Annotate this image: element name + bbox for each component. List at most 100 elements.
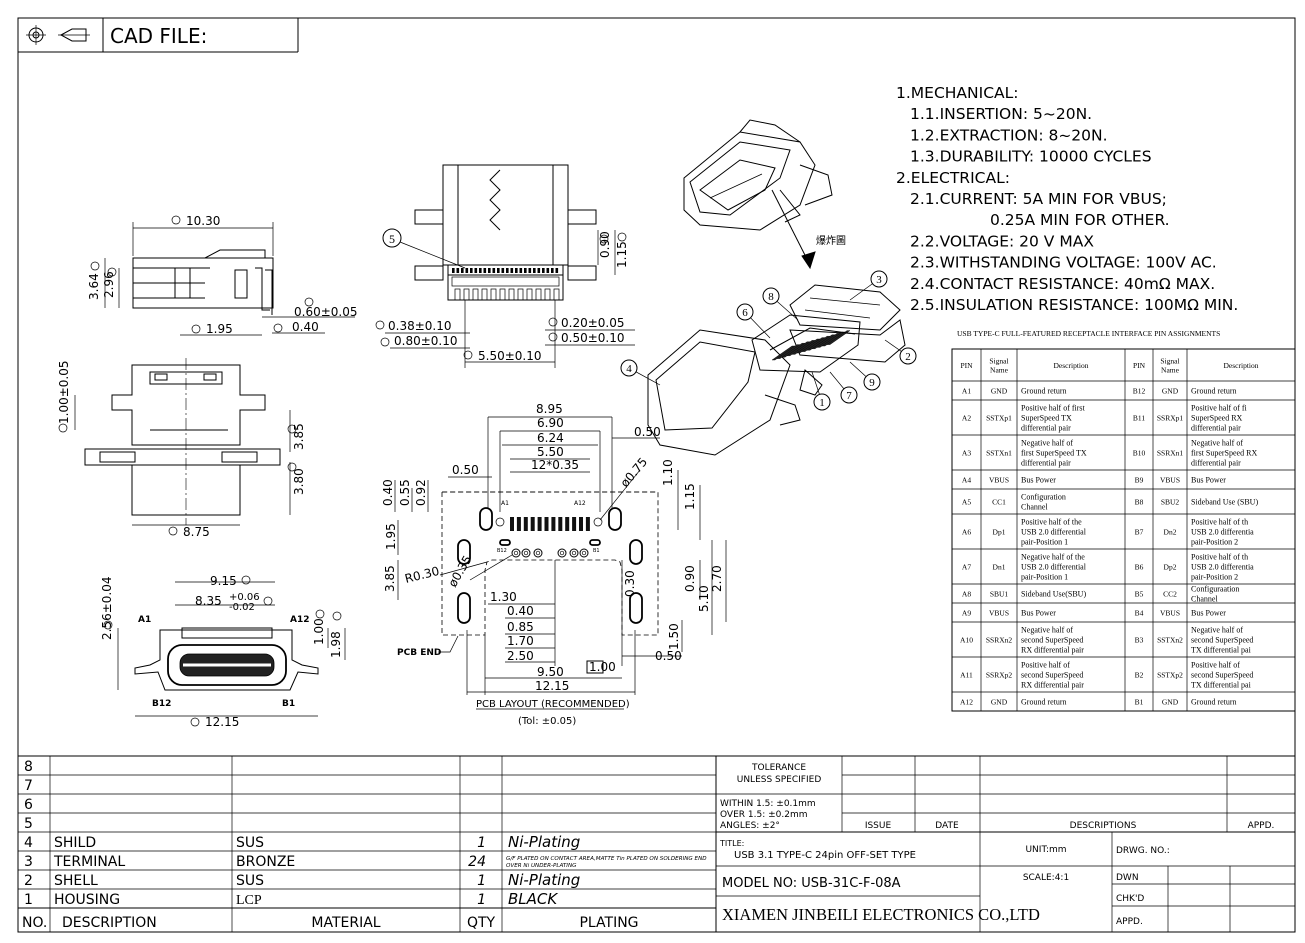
pcb-smd-pad — [579, 517, 583, 531]
dim-pcb-895: 8.95 — [536, 402, 563, 416]
dim-front-tol-dn: -0.02 — [229, 602, 255, 613]
dim-bot-d6: 0.50±0.10 — [561, 331, 625, 345]
dim-bot-d3: 0.38±0.10 — [388, 319, 452, 333]
balloon-circle — [762, 287, 780, 305]
pin-description: Negative half of — [1191, 439, 1243, 448]
dim-pcb-090: 0.90 — [683, 565, 697, 592]
spec-line: 1.3.DURABILITY: 10000 CYCLES — [910, 148, 1152, 166]
balloon-3: 3 — [876, 274, 882, 286]
dim-pcb-1215: 12.15 — [535, 679, 569, 693]
bom-plating: OVER Ni UNDER-PLATING — [506, 863, 577, 869]
pin-cell: CC2 — [1163, 590, 1177, 599]
pin-cell: B5 — [1135, 590, 1144, 599]
pcb-smd-pad — [530, 517, 535, 531]
bottom-pin — [555, 268, 559, 273]
bottom-pin — [483, 268, 487, 273]
pin-description: Negative half of the — [1021, 553, 1085, 562]
spec-line: 0.25A MIN FOR OTHER. — [990, 211, 1170, 229]
pin-cell: B8 — [1135, 498, 1144, 507]
pin-description: Negative half of — [1021, 626, 1073, 635]
balloon-2: 2 — [905, 351, 911, 363]
exploded-view-label: 爆炸圖 — [816, 235, 846, 247]
dim-pcb-092: 0.92 — [414, 479, 428, 506]
tolerance-line-3: ANGLES: ±2° — [720, 821, 780, 831]
dim-pcb-050c: 0.50 — [655, 649, 682, 663]
spec-line: 2.2.VOLTAGE: 20 V MAX — [910, 232, 1094, 250]
dim-pcb-050a: 0.50 — [634, 425, 661, 439]
pin-cell: A7 — [962, 563, 971, 572]
pcb-label-b1: B1 — [593, 548, 600, 554]
pin-description: Ground return — [1021, 387, 1067, 396]
front-label-a12: A12 — [290, 615, 310, 625]
pin-description: Negative half of — [1021, 439, 1073, 448]
pin-cell: B3 — [1135, 636, 1144, 645]
dim-front-w3: 12.15 — [205, 715, 239, 729]
pin-cell: SBU1 — [990, 590, 1009, 599]
bottom-pin — [546, 268, 550, 273]
bottom-terminal — [517, 288, 524, 301]
bottom-pin — [506, 268, 509, 273]
bottom-pin — [497, 268, 500, 273]
bom-header-qty: QTY — [467, 915, 496, 931]
dim-front-h3: 1.98 — [329, 631, 343, 658]
pin-cell: GND — [991, 698, 1008, 707]
dim-pcb-115: 1.15 — [683, 483, 697, 510]
dim-pcb-030: 0.30 — [623, 570, 637, 597]
bom-header-mat: MATERIAL — [311, 915, 380, 931]
spec-line: 2.ELECTRICAL: — [896, 169, 1010, 187]
balloon-circle — [620, 359, 638, 377]
model-number: MODEL NO: USB-31C-F-08A — [722, 876, 901, 891]
pin-description: Positive half of first — [1021, 404, 1086, 413]
pin-description: TX differential pai — [1191, 681, 1252, 690]
pin-cell: SSTXp2 — [1157, 671, 1183, 680]
bottom-pin — [474, 268, 478, 273]
pin-cell: Dn1 — [993, 563, 1006, 572]
pin-description: Ground return — [1191, 698, 1237, 707]
bom-material: BRONZE — [236, 854, 295, 870]
dim-bot-d5: 0.20±0.05 — [561, 316, 625, 330]
dim-pcb-510: 5.10 — [697, 585, 711, 612]
pin-cell: B11 — [1133, 414, 1145, 423]
pin-cell: A6 — [962, 528, 971, 537]
unit-label: UNIT:mm — [1025, 845, 1066, 855]
top-view: 1.00±0.05 3.85 3.80 8.75 — [57, 358, 306, 539]
pin-description: pair-Position 2 — [1191, 538, 1238, 547]
bom-row-number: 1 — [24, 892, 33, 908]
rev-descriptions-header: DESCRIPTIONS — [1070, 821, 1137, 831]
pin-cell: A9 — [962, 609, 971, 618]
bottom-pin — [470, 268, 473, 273]
bottom-terminal — [535, 288, 542, 301]
bom-plating: BLACK — [508, 890, 558, 908]
pin-description: pair-Position 2 — [1191, 573, 1238, 582]
pin-cell: B9 — [1135, 476, 1144, 485]
spec-line: 1.2.EXTRACTION: 8~20N. — [910, 126, 1108, 144]
tolerance-line-1: WITHIN 1.5: ±0.1mm — [720, 799, 816, 809]
bottom-pin — [542, 268, 545, 273]
bottom-terminal — [553, 288, 560, 301]
dim-pcb-170: 1.70 — [507, 634, 534, 648]
pin-description: USB 2.0 differential — [1021, 528, 1087, 537]
balloon-1: 1 — [819, 397, 825, 409]
pin-description: differential pair — [1191, 459, 1241, 468]
pcb-smd-pad — [558, 517, 563, 531]
dim-pcb-150: 1.50 — [667, 623, 681, 650]
pin-cell: B4 — [1135, 609, 1144, 618]
bottom-terminal — [499, 288, 506, 301]
pcb-smd-pad — [565, 517, 570, 531]
bottom-terminal — [472, 288, 479, 301]
dim-top-width: 8.75 — [183, 525, 210, 539]
pin-description: Negative half of — [1191, 626, 1243, 635]
pin-description: Bus Power — [1191, 609, 1226, 618]
tolerance-sub: UNLESS SPECIFIED — [737, 775, 822, 785]
dim-pcb-110: 1.10 — [661, 459, 675, 486]
dim-bot-d2: 1.15 — [615, 241, 629, 268]
pin-description: second SuperSpeed — [1191, 671, 1253, 680]
pin-cell: SSRXp1 — [1157, 414, 1184, 423]
spec-line: 2.1.CURRENT: 5A MIN FOR VBUS; — [910, 190, 1167, 208]
pin-description: Channel — [1021, 503, 1048, 512]
bottom-pin — [501, 268, 505, 273]
balloon-circle — [840, 386, 858, 404]
pin-description: Positive half of — [1191, 661, 1240, 670]
